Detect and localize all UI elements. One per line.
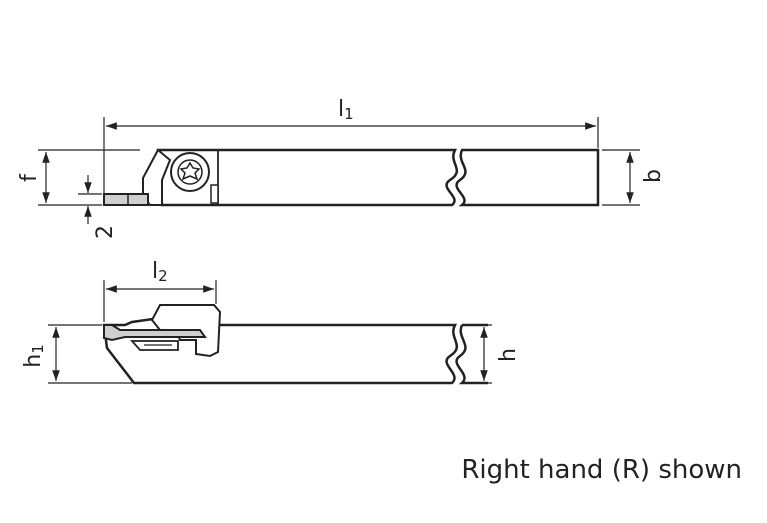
side-view-body-end [455, 323, 488, 385]
dim-label-b: b [641, 169, 666, 183]
top-view-head [142, 148, 172, 206]
top-view-body-end [455, 148, 600, 207]
torx-screw-icon [170, 152, 210, 192]
dim-label-h: h [496, 348, 521, 362]
side-view-insert [103, 324, 207, 342]
top-view [103, 148, 600, 207]
dim-label-2: 2 [93, 225, 118, 239]
side-view-dimensions [48, 280, 492, 384]
dim-label-h1: h1 [21, 344, 47, 368]
top-view-dimensions [38, 117, 640, 224]
dim-label-l1: l1 [338, 97, 354, 123]
top-view-insert [103, 193, 149, 206]
dim-label-l2: l2 [152, 259, 168, 285]
dim-label-f: f [17, 173, 42, 182]
top-view-body [156, 148, 459, 207]
caption: Right hand (R) shown [461, 455, 742, 485]
side-view [102, 304, 488, 385]
